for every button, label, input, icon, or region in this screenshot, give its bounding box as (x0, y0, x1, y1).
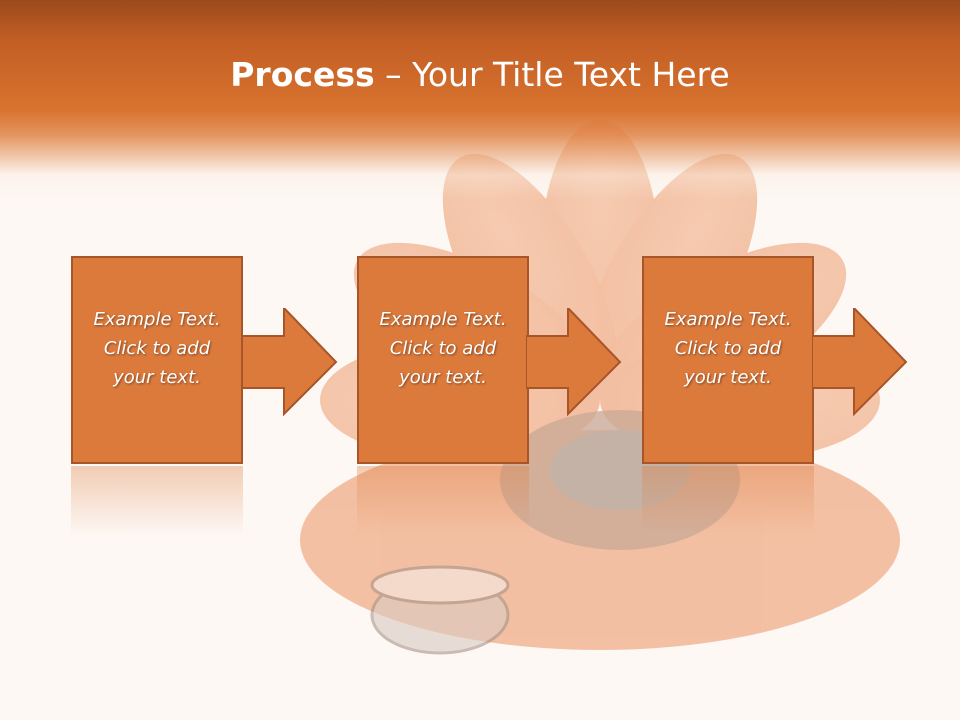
process-step-3-box[interactable]: Example Text. Click to add your text. (642, 256, 814, 464)
process-step-3-text: Example Text. Click to add your text. (664, 308, 792, 388)
process-step-2-text: Example Text. Click to add your text. (379, 308, 507, 388)
process-step-2-box[interactable]: Example Text. Click to add your text. (357, 256, 529, 464)
process-step-2-reflection (357, 466, 529, 536)
arrow-right-icon (812, 308, 908, 416)
title-bar (0, 0, 960, 200)
arrow-right-icon (242, 308, 338, 416)
process-step-1-box[interactable]: Example Text. Click to add your text. (71, 256, 243, 464)
process-step-3-reflection (642, 466, 814, 536)
process-step-1-text: Example Text. Click to add your text. (93, 308, 221, 388)
title-rest: – Your Title Text Here (374, 55, 730, 94)
title-bold: Process (230, 55, 375, 94)
arrow-right-icon (526, 308, 622, 416)
process-step-1-reflection (71, 466, 243, 536)
slide-title[interactable]: Process – Your Title Text Here (0, 52, 960, 98)
